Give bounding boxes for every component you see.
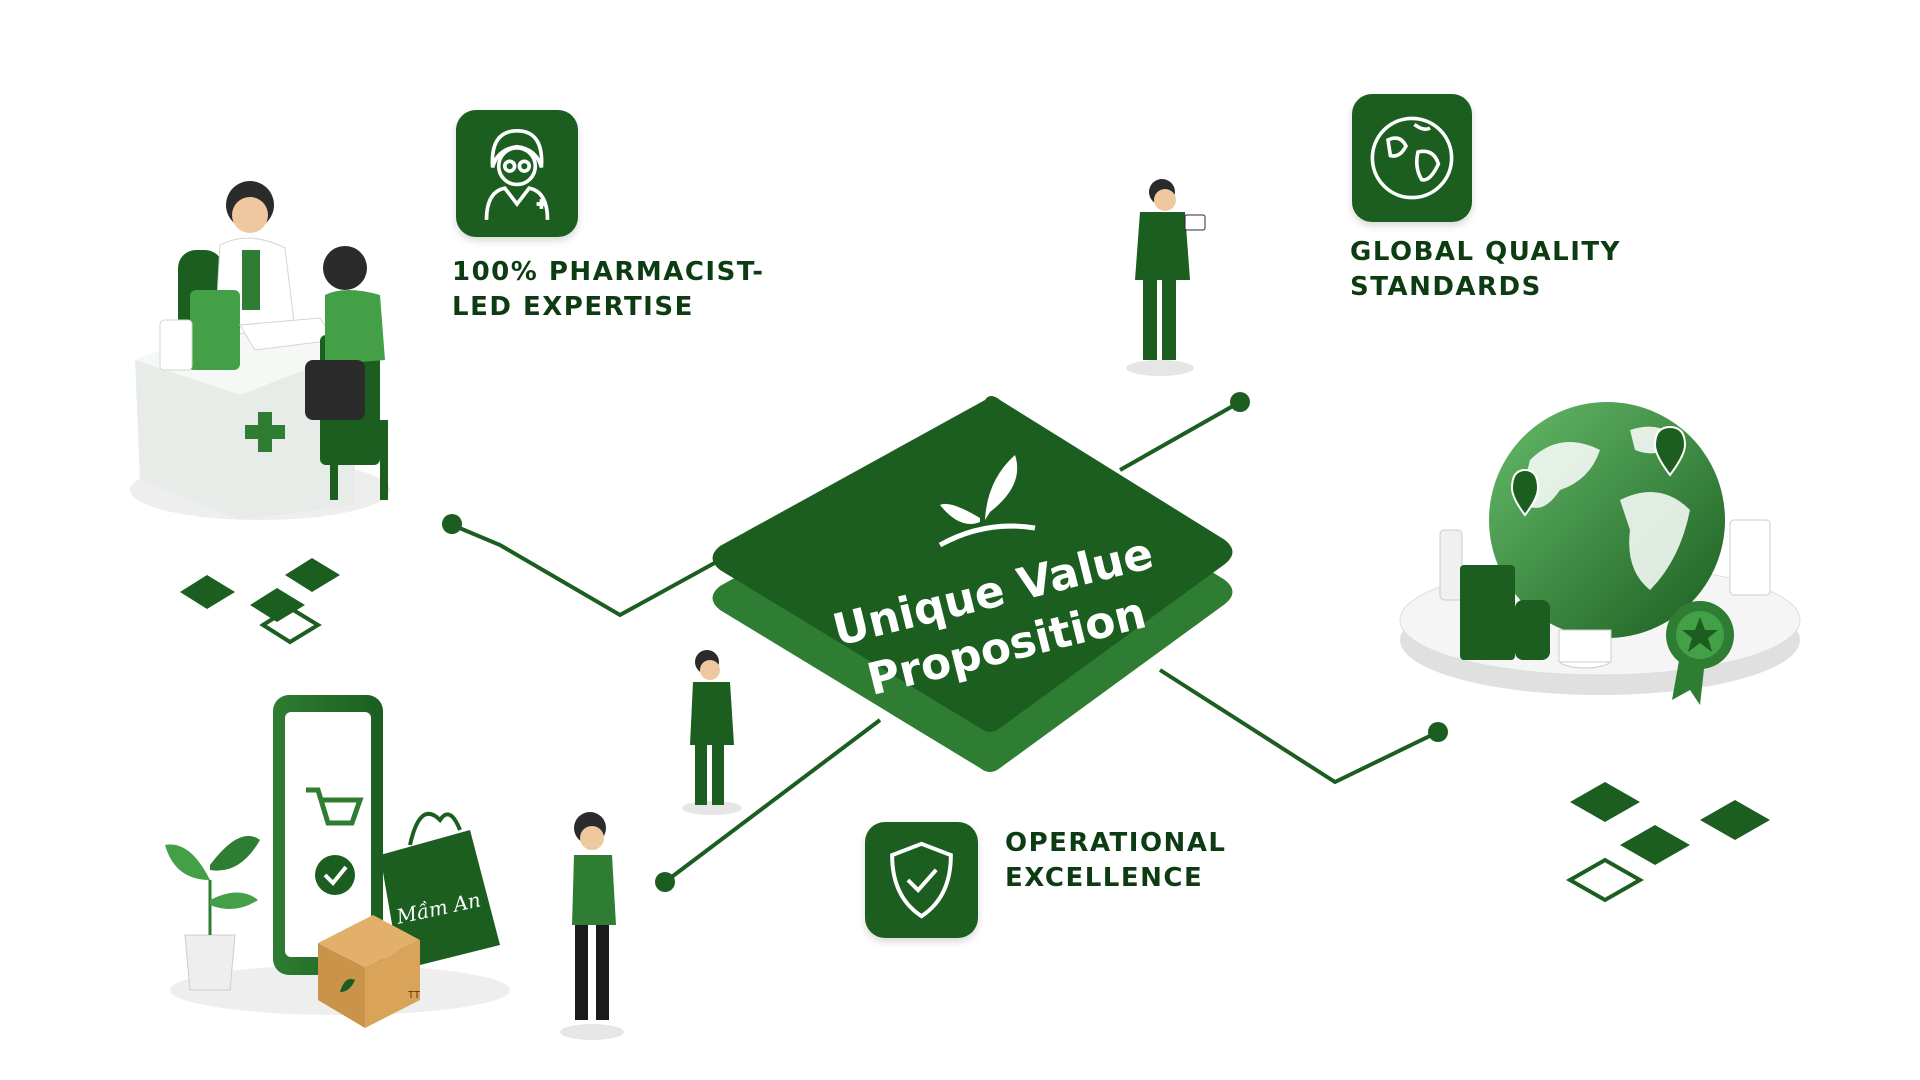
global-label-line2: STANDARDS [1350,272,1542,302]
connector-lines [449,400,1439,884]
award-badge-icon [1666,601,1734,705]
global-standards-illustration [1399,402,1801,705]
shield-check-icon [890,841,953,919]
connector-dot [1230,392,1250,412]
pharmacist-consultation-illustration [130,181,390,520]
operational-label-line1: OPERATIONAL [1005,828,1227,858]
cart-icon [306,787,364,826]
globe-icon [1370,116,1454,200]
connector-dots [442,392,1448,892]
pharmacist-label-line2: LED EXPERTISE [452,292,694,322]
global-label-line1: GLOBAL QUALITY [1350,237,1621,267]
connector-top-right [1119,400,1241,472]
person-arms-crossed [682,650,742,815]
person-with-tablet [1126,179,1206,376]
connector-dot [655,872,675,892]
online-shopping-illustration: Mầm An TT [165,695,510,1028]
box-label: TT [408,990,420,1001]
decorative-tiles-left [180,558,340,645]
connector-dot [442,514,462,534]
globe-icon-tile [1352,94,1472,222]
sprout-icon [938,455,1036,548]
operational-label-line2: EXCELLENCE [1005,863,1204,893]
operational-excellence-label: OPERATIONAL EXCELLENCE [1005,826,1227,896]
person-with-phone [560,812,624,1040]
connector-bottom-left [663,718,882,884]
connector-bottom-right [1158,668,1439,785]
global-standards-label: GLOBAL QUALITY STANDARDS [1350,235,1621,305]
pharmacist-label: 100% PHARMACIST- LED EXPERTISE [452,255,765,325]
decorative-tiles-right [1565,782,1770,903]
shield-check-icon-tile [865,822,978,938]
connector-top-left [449,522,721,618]
central-diamond [712,396,1233,772]
pharmacist-icon [484,128,550,220]
connector-dot [1428,722,1448,742]
check-circle-icon [315,855,355,895]
pharmacist-label-line1: 100% PHARMACIST- [452,257,765,287]
pharmacist-icon-tile [456,110,578,237]
